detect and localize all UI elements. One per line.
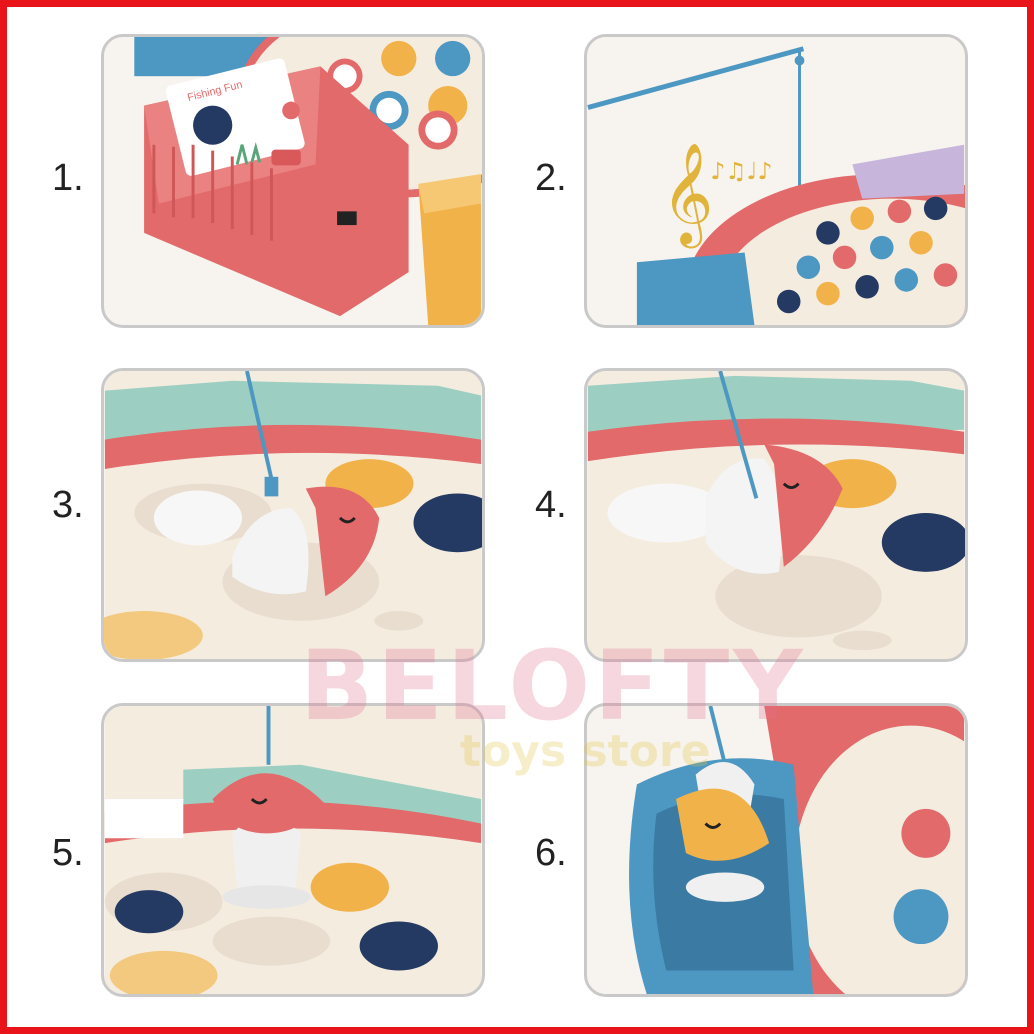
fish-hooked-illustration [587, 371, 965, 659]
step-5-image [101, 703, 485, 997]
step-1-image: Fishing Fun [101, 34, 485, 328]
fishing-toy-battery-box-illustration: Fishing Fun [104, 37, 482, 325]
step-label-6: 6. [535, 832, 567, 874]
step-label-2: 2. [535, 157, 567, 199]
treble-clef-icon: 𝄞 [661, 141, 713, 249]
step-label-1: 1. [52, 157, 84, 199]
fish-lifted-illustration [104, 706, 482, 994]
step-4-image [584, 368, 968, 662]
fish-in-basket-illustration [587, 706, 965, 994]
step-label-5: 5. [52, 832, 84, 874]
step-6-image [584, 703, 968, 997]
step-2-image: 𝄞 ♪♫♩♪ [584, 34, 968, 328]
music-notes-icon: ♪♫♩♪ [710, 157, 772, 185]
step-label-4: 4. [535, 484, 567, 526]
fish-opening-mouth-illustration [104, 371, 482, 659]
step-3-image [101, 368, 485, 662]
step-label-3: 3. [52, 484, 84, 526]
fishing-rod-music-illustration: 𝄞 ♪♫♩♪ [587, 37, 965, 325]
